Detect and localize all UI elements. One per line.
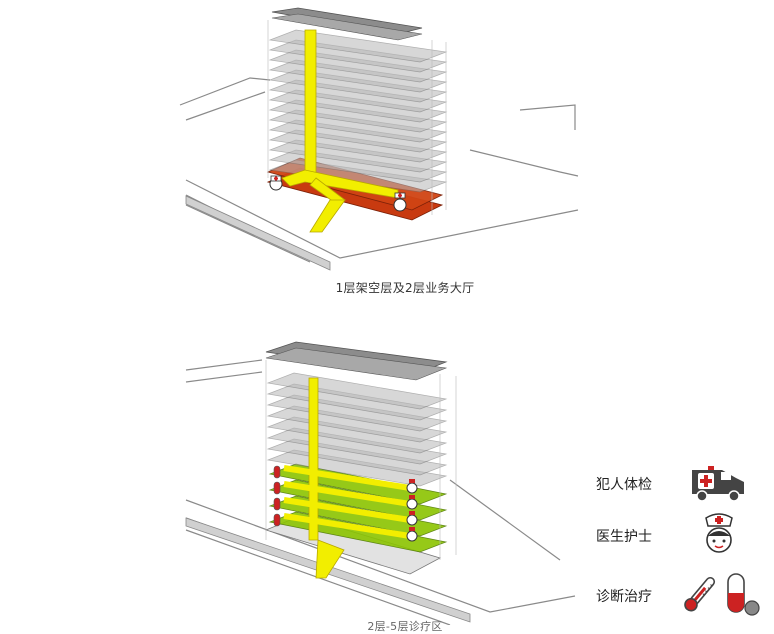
road-top	[185, 195, 331, 271]
ambulance-icon	[692, 466, 744, 502]
nurse-cap-icon	[409, 527, 415, 531]
roof-top	[271, 7, 423, 41]
nurse-icon	[406, 514, 418, 526]
clinic-corridors	[283, 465, 411, 539]
guide-lines-top	[267, 20, 447, 215]
legend-item-medical-staff: 医生护士	[596, 512, 774, 562]
nurse-icon	[269, 175, 283, 191]
pill-icon	[273, 497, 281, 511]
circulation-path-top	[281, 29, 399, 233]
legend-item-diagnosis-treatment: 诊断治疗	[596, 572, 774, 622]
nurse-icon	[393, 192, 407, 212]
nurse-cap-icon	[409, 479, 415, 483]
nurse-icon	[406, 498, 418, 510]
corridor-path	[283, 497, 411, 523]
nurse-icon	[406, 482, 418, 494]
legend-label: 医生护士	[596, 529, 652, 545]
guide-lines-bottom	[265, 360, 457, 560]
legend-label: 诊断治疗	[596, 589, 652, 605]
corridor-path	[283, 465, 411, 491]
corridor-path	[283, 481, 411, 507]
nurse-cap-icon	[409, 495, 415, 499]
circulation-path-bottom	[308, 377, 345, 579]
pill-icon	[273, 481, 281, 495]
clinic-icons	[273, 465, 418, 542]
nurse-cap-icon	[409, 511, 415, 515]
tower-slabs-top	[268, 29, 448, 193]
pill-icon	[273, 465, 281, 479]
corridor-path	[283, 513, 411, 539]
roof-bottom	[265, 341, 448, 381]
nurse-icon	[705, 513, 733, 553]
caption-lobby: 1层架空层及2层业务大厅	[335, 281, 475, 295]
legend-item-inmate-exam: 犯人体检	[596, 460, 774, 510]
thermometer-pill-icon	[684, 573, 760, 616]
caption-clinic: 2层-5层诊疗区	[367, 620, 443, 633]
nurse-icon	[406, 530, 418, 542]
legend-label: 犯人体检	[596, 477, 652, 493]
pill-icon	[273, 513, 281, 527]
